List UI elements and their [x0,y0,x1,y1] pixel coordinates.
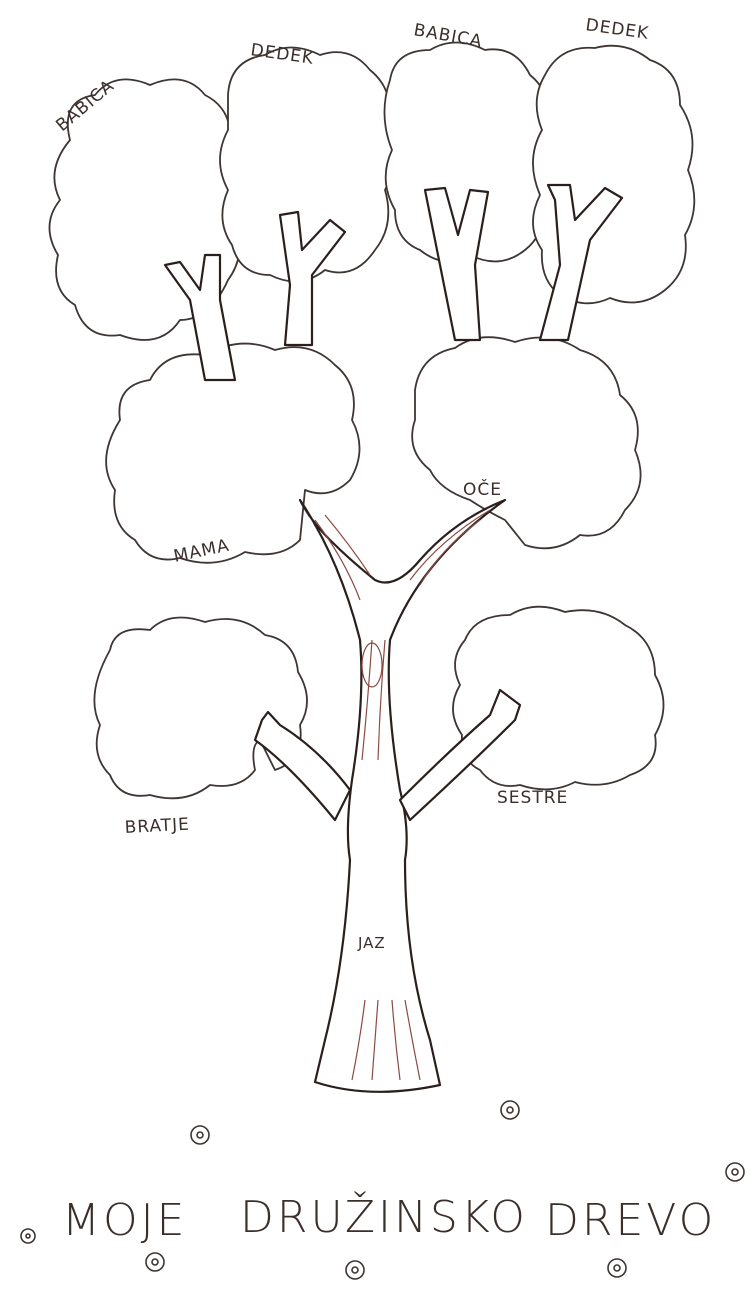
ground-flower-icon [726,1163,744,1181]
label-jaz: JAZ [357,934,386,952]
title-word-druzinsko: DRUŽINSKO [240,1190,528,1243]
title-word-moje: MOJE [62,1195,187,1246]
title-word-drevo: DREVO [545,1195,716,1246]
label-dedek-right: DEDEK [584,15,650,44]
label-bratje: BRATJE [124,815,190,838]
crown-dedek-right [533,46,694,304]
ground-flower-icon [346,1261,364,1279]
crown-bratje [94,618,307,799]
ground-flower-icon [191,1126,209,1144]
ground-flower-icon [501,1101,519,1119]
branch-bratje [255,712,350,820]
ground-flower-icon [21,1229,35,1243]
ground-flower-icon [146,1253,164,1271]
crown-sestre [453,607,664,790]
label-sestre: SESTRE [497,788,568,808]
ground-flower-icon [608,1259,626,1277]
crown-oce [412,337,640,548]
label-oce: OČE [463,478,502,500]
